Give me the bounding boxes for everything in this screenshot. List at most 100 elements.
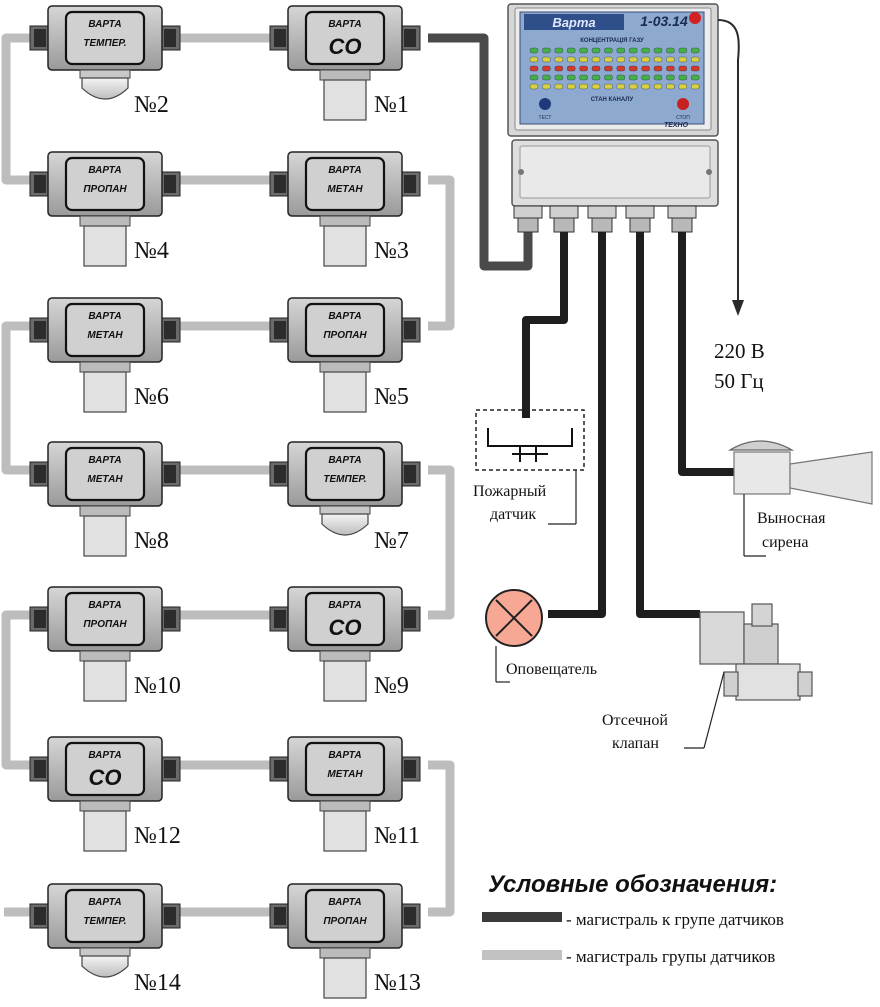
cable-gland-icon [587, 205, 617, 219]
led-icon [653, 65, 663, 72]
led-icon [567, 83, 576, 90]
sensor-brand-label: ВАРТА [328, 455, 361, 466]
stop-button[interactable] [677, 98, 689, 110]
led-icon [678, 56, 687, 63]
sensor-type-label: МЕТАН [327, 184, 363, 195]
gas-probe-icon [323, 79, 367, 121]
led-icon [591, 83, 601, 90]
led-icon [591, 56, 601, 63]
led-icon [567, 65, 576, 72]
power-led [689, 12, 701, 24]
led-icon [567, 47, 576, 54]
sensor-brand-label: ВАРТА [88, 311, 121, 322]
valve-label-2: клапан [612, 735, 659, 752]
led-icon [604, 47, 613, 54]
group-trunk-cables [1, 33, 455, 917]
controller-model: 1-03.14 [640, 13, 688, 29]
led-icon [629, 47, 638, 54]
led-icon [641, 83, 650, 90]
sensor-number-label: №2 [134, 92, 169, 118]
sensor-type-label: ТЕМПЕР. [323, 474, 366, 485]
led-icon [604, 56, 613, 63]
controller-logo: Варта [552, 15, 595, 30]
led-icon [616, 47, 625, 54]
legend: Условные обозначения: - магистраль к гру… [482, 871, 784, 966]
sensor-number-label: №13 [374, 970, 421, 996]
led-icon [591, 74, 601, 81]
sensor-number-label: №4 [134, 238, 169, 264]
led-icon [678, 65, 687, 72]
led-icon [542, 83, 551, 90]
gas-probe-icon [323, 371, 367, 413]
led-icon [579, 47, 588, 54]
gas-probe-icon [323, 225, 367, 267]
cable-gland-icon [667, 205, 697, 219]
temperature-dome-icon [81, 955, 129, 978]
led-icon [691, 56, 700, 63]
brand-label: ТЕХНО [664, 122, 689, 129]
legend-swatch-group [482, 950, 562, 960]
siren-label-2: сирена [762, 534, 808, 551]
sensor-brand-label: ВАРТА [328, 600, 361, 611]
led-icon [691, 65, 700, 72]
led-icon [579, 56, 588, 63]
led-icon [579, 65, 588, 72]
sensor-number-label: №3 [374, 238, 409, 264]
sensor-brand-label: ВАРТА [88, 750, 121, 761]
led-icon [591, 47, 601, 54]
sensor-brand-label: ВАРТА [88, 897, 121, 908]
led-icon [629, 74, 638, 81]
led-icon [529, 65, 539, 72]
fire-sensor: Пожарный датчик [473, 409, 585, 525]
sensor-brand-label: ВАРТА [328, 165, 361, 176]
sensor-number-label: №6 [134, 384, 169, 410]
sensor-number-label: №9 [374, 673, 409, 699]
fire-sensor-label-1: Пожарный [473, 483, 547, 500]
led-icon [554, 65, 563, 72]
gas-probe-icon [83, 371, 127, 413]
led-icon [616, 83, 625, 90]
led-icon [529, 83, 539, 90]
led-icon [653, 74, 663, 81]
cable-gland-icon [549, 205, 579, 219]
led-icon [666, 47, 675, 54]
sensor-type-label: ПРОПАН [83, 184, 127, 195]
led-icon [666, 65, 675, 72]
sensor-type-label: ПРОПАН [323, 330, 367, 341]
shutoff-valve: Отсечной клапан [602, 603, 813, 752]
sensor-brand-label: ВАРТА [328, 750, 361, 761]
led-icon [629, 56, 638, 63]
led-icon [666, 56, 675, 63]
sensor-type-label: ТЕМПЕР. [83, 916, 126, 927]
gas-probe-icon [323, 810, 367, 852]
led-icon [542, 56, 551, 63]
sensor-number-label: №7 [374, 528, 409, 554]
sensor-type-label: ПРОПАН [83, 619, 127, 630]
sensor-type-label: МЕТАН [87, 474, 123, 485]
sensor-type-label: МЕТАН [87, 330, 123, 341]
legend-title: Условные обозначения: [488, 871, 777, 898]
annunciator-label: Оповещатель [506, 661, 597, 678]
main-trunk-cable [428, 33, 533, 271]
channel-state-label: СТАН КАНАЛУ [591, 97, 634, 103]
led-icon [641, 74, 650, 81]
sensor-3: ВАРТА МЕТАН №3 [269, 151, 421, 267]
legend-swatch-main [482, 912, 562, 922]
led-icon [641, 56, 650, 63]
test-button[interactable] [539, 98, 551, 110]
stop-label: СТОП [676, 115, 690, 121]
led-icon [542, 65, 551, 72]
led-icon [604, 65, 613, 72]
led-icon [678, 47, 687, 54]
sensor-brand-label: ВАРТА [328, 311, 361, 322]
led-icon [554, 47, 563, 54]
sensor-brand-label: ВАРТА [88, 19, 121, 30]
led-icon [678, 74, 687, 81]
led-icon [629, 65, 638, 72]
led-icon [653, 47, 663, 54]
